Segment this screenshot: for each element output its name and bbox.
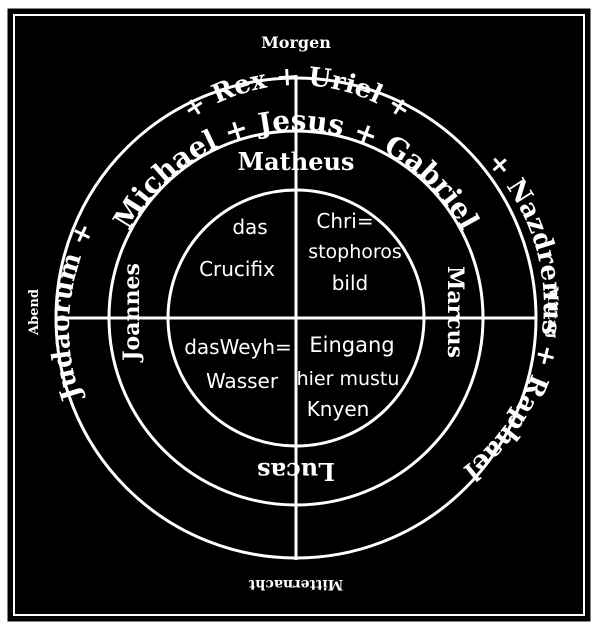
quadrant-bottom-left-line2: Wasser (206, 369, 279, 393)
quadrant-top-right-line1: Chri= (316, 209, 373, 233)
middle-ring-right: Marcus (442, 266, 468, 358)
middle-ring-top: Matheus (238, 147, 355, 176)
middle-ring-bottom: Lucas (257, 457, 335, 486)
middle-ring-left: Joannes (119, 263, 145, 363)
quadrant-bottom-right-line2: hier mustu (297, 368, 400, 390)
frame-inner-border (13, 14, 585, 616)
quadrant-top-left-line2: Crucifix (199, 257, 275, 281)
direction-top: Morgen (261, 33, 331, 52)
quadrant-bottom-right-line1: Eingang (309, 333, 394, 357)
quadrant-bottom-left-line1: dasWeyh= (184, 335, 292, 359)
quadrant-bottom-right-line3: Knyen (307, 397, 370, 421)
direction-right: Mittag (544, 286, 560, 339)
frame-background (7, 8, 591, 622)
quadrant-top-right-line3: bild (332, 271, 369, 295)
quadrant-top-right-line2: stophoros (308, 241, 402, 263)
quadrant-top-left-line1: das (232, 215, 267, 239)
direction-left: Abend (27, 289, 42, 336)
direction-bottom: Mitternacht (248, 576, 343, 592)
